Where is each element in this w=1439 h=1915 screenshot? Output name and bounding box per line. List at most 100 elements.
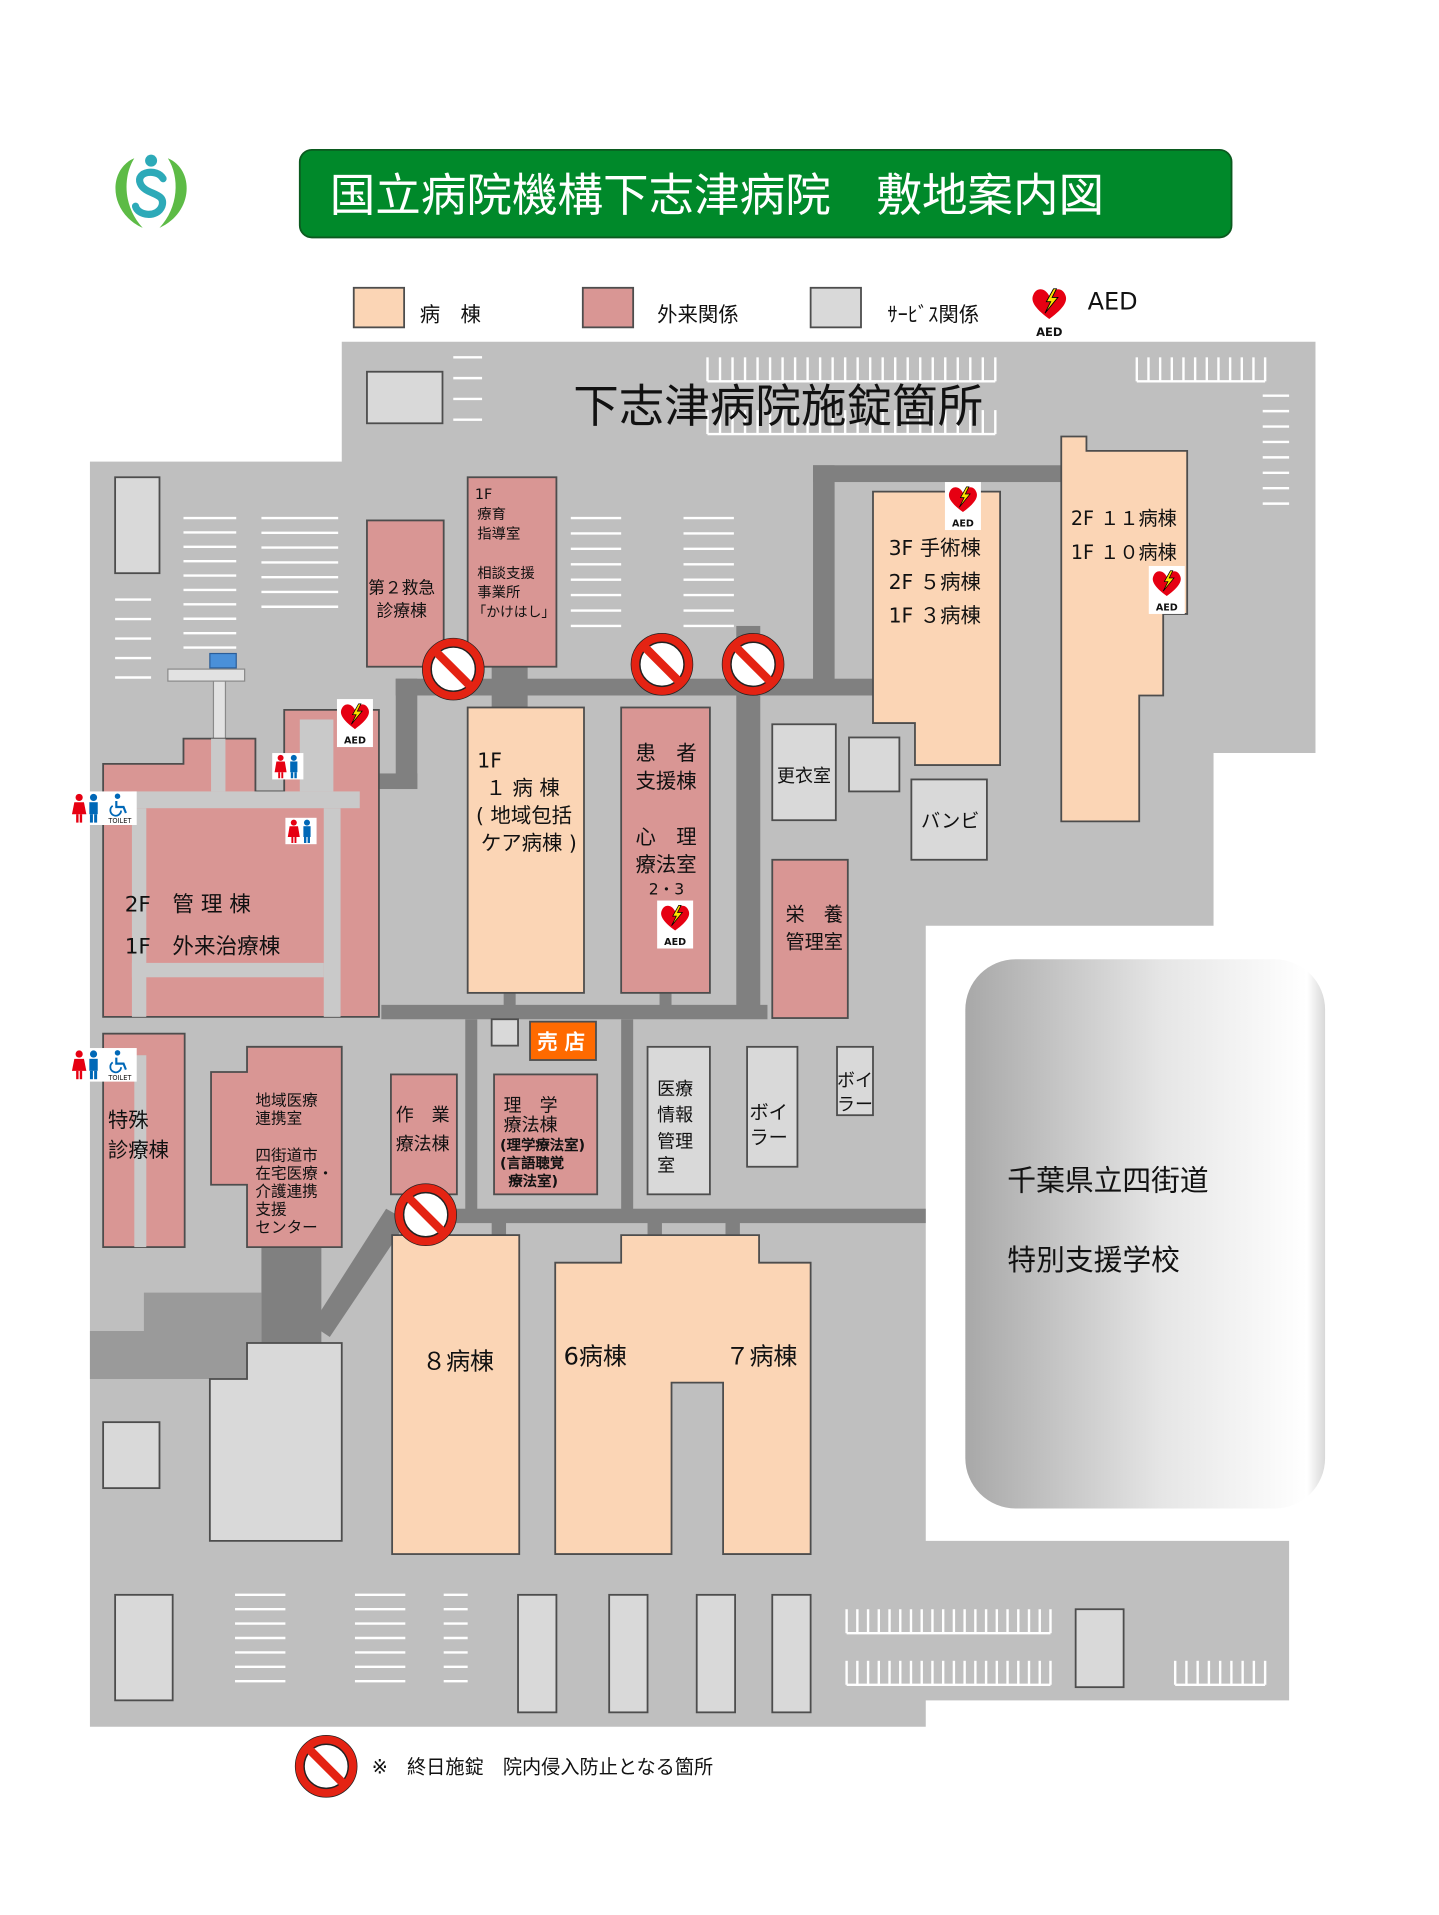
service-block: [771, 1593, 812, 1714]
parking-lot: [235, 1593, 286, 1683]
service-building: [208, 1342, 343, 1542]
building-label: 四街道市: [255, 1147, 317, 1165]
building-label: 2F 管 理 棟: [125, 892, 252, 917]
building-label: 療育: [477, 506, 506, 523]
building-label: 相談支援: [477, 565, 535, 582]
physical-therapy-building: 理 学 療法棟 (理学療法室) (言語聴覚 療法室): [493, 1073, 599, 1196]
building-label: ラー: [837, 1094, 873, 1115]
ramp: [167, 652, 246, 740]
locker-room-building: 更衣室: [771, 723, 837, 822]
building-label: 3F 手術棟: [889, 536, 981, 560]
building-label: 在宅医療・: [255, 1165, 333, 1183]
service-block: [114, 476, 161, 575]
building-label: 管理: [657, 1132, 693, 1153]
building-label: 理 学: [504, 1096, 558, 1117]
legend: 病 棟 外来関係 ｻｰﾋﾞｽ関係 AED AED: [352, 282, 1138, 341]
building-label: 6病棟: [564, 1343, 627, 1371]
building-label: 支援棟: [636, 769, 697, 793]
parking-lot: [1262, 394, 1290, 505]
hospital-logo-icon: [115, 154, 187, 228]
occupational-therapy-building: 作 業 療法棟: [390, 1073, 458, 1196]
ward8-building: ８病棟: [391, 1234, 521, 1555]
building-label: 2・3: [649, 881, 684, 899]
service-block: [366, 370, 444, 425]
admin-building: 2F 管 理 棟 1F 外来治療棟: [102, 708, 380, 1018]
legend-swatch-service: [809, 286, 862, 329]
toilet-icon-label: TOILET: [107, 817, 132, 825]
road: [647, 1220, 662, 1236]
building-label: 「かけはし」: [472, 604, 555, 620]
road: [491, 1220, 507, 1236]
building-label: 患 者: [636, 741, 697, 765]
road: [659, 992, 672, 1008]
service-block: [1074, 1608, 1125, 1689]
road: [395, 1208, 926, 1224]
parking-lot: [443, 1593, 468, 1683]
no-entry-icon: [630, 633, 694, 696]
shop-building: 売 店: [529, 1020, 597, 1061]
building-label: 1F: [477, 748, 502, 772]
building-label: 診療棟: [108, 1138, 169, 1162]
building-label: ７病棟: [725, 1343, 797, 1371]
patient-support-building: 患 者 支援棟 心 理 療法室 2・3: [620, 706, 711, 994]
title-banner: 国立病院機構下志津病院 敷地案内図: [298, 148, 1233, 239]
parking-lot: [183, 516, 237, 649]
building-label: バンビ: [921, 809, 979, 832]
building-label: 作 業: [396, 1105, 450, 1126]
building-label: 診療棟: [377, 600, 428, 620]
road: [311, 1208, 408, 1338]
toilet-icon: [285, 817, 317, 845]
second-emergency-building: 第２救急 診療棟: [366, 519, 445, 668]
locked-note: ※ 終日施錠 院内侵入防止となる箇所: [294, 1735, 713, 1798]
parking-lot: [453, 356, 483, 421]
locked-note-text: ※ 終日施錠 院内侵入防止となる箇所: [372, 1756, 713, 1779]
parking-areas: [115, 356, 1290, 1686]
building-label: 心 理: [636, 825, 697, 849]
building-label: 療法棟: [396, 1134, 450, 1155]
aed-heart-icon: AED: [1148, 565, 1185, 614]
building-label: 1F 外来治療棟: [125, 934, 281, 959]
bambi-building: バンビ: [910, 778, 988, 861]
road: [503, 992, 516, 1008]
building-label: 2F １１病棟: [1071, 507, 1177, 530]
rehab-guidance-building: 1F 療育 指導室 相談支援 事業所 「かけはし」: [466, 476, 558, 668]
service-block: [114, 1593, 174, 1702]
boiler-building-small: ボイ ラー: [836, 1045, 874, 1117]
building-label: 情報: [657, 1105, 693, 1126]
building-label: ボイ: [837, 1070, 873, 1091]
building-label: ラー: [749, 1126, 787, 1149]
nutrition-building: 栄 養 管理室: [771, 858, 849, 1019]
parking-lot: [845, 1660, 1052, 1686]
building-label: センター: [255, 1219, 317, 1237]
building-label: 介護連携: [255, 1183, 317, 1201]
building-label: 指導室: [477, 525, 520, 542]
ward10-11-building: 2F １１病棟 1F １０病棟: [1060, 435, 1189, 823]
building-label: (理学療法室): [500, 1136, 585, 1154]
parking-lot: [1173, 1660, 1267, 1686]
no-entry-icon: [421, 637, 485, 701]
school-label: 千葉県立四街道: [1007, 1164, 1208, 1198]
building-label: 更衣室: [777, 766, 831, 787]
building-label: ( 地域包括: [476, 804, 572, 828]
building-label: ボイ: [749, 1101, 787, 1124]
regional-liaison-building: 地域医療 連携室 四街道市 在宅医療・ 介護連携 支援 センター: [210, 1045, 343, 1248]
aed-heart-icon: AED: [1027, 282, 1071, 341]
building-label: 売 店: [537, 1030, 585, 1054]
toilet-icon: TOILET: [69, 791, 137, 825]
aed-icon-label: AED: [1036, 325, 1062, 339]
parking-lot: [683, 516, 734, 628]
aed-heart-icon: AED: [336, 699, 373, 748]
toilet-icon-label: TOILET: [107, 1074, 132, 1082]
road: [381, 1004, 768, 1020]
building-label: 医療: [657, 1079, 693, 1100]
building-label: 管理室: [785, 931, 843, 954]
no-entry-icon: [294, 1735, 358, 1798]
parking-lot: [706, 357, 997, 383]
aed-icon-label: AED: [664, 937, 686, 948]
building-label: 支援: [255, 1201, 287, 1219]
boiler-building: ボイ ラー: [746, 1045, 799, 1168]
building-label: 連携室: [255, 1110, 302, 1128]
service-block: [695, 1593, 736, 1714]
service-block: [608, 1593, 649, 1714]
